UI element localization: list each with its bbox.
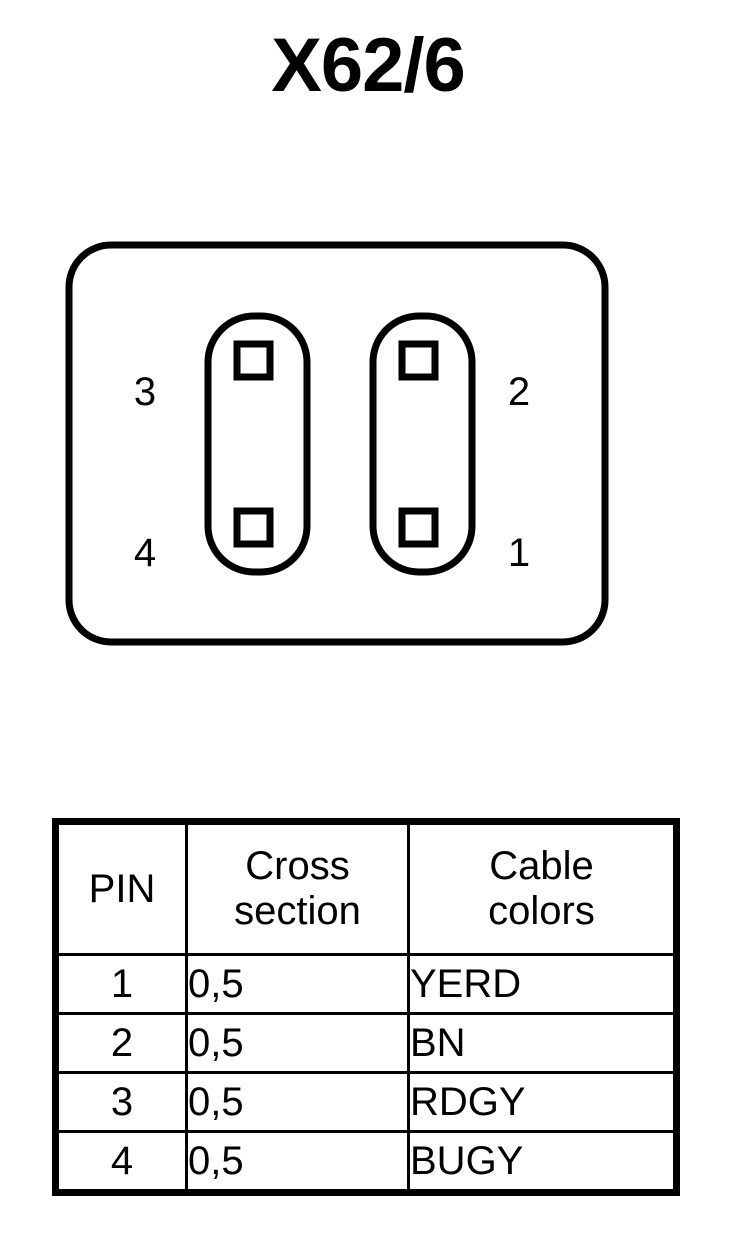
connector-svg (65, 241, 609, 646)
cell-pin: 1 (52, 953, 188, 1015)
table-row: 2 0,5 BN (52, 1012, 680, 1074)
cell-cross-section: 0,5 (185, 953, 410, 1015)
cell-cable-colors: BN (407, 1012, 680, 1074)
pin-assignment-table: PIN Cross section Cable colors 1 0,5 YER… (52, 818, 680, 1196)
table-row: 1 0,5 YERD (52, 953, 680, 1015)
header-color-line1: Cable (489, 844, 594, 889)
header-pin-label: PIN (88, 866, 156, 911)
table-row: 3 0,5 RDGY (52, 1071, 680, 1133)
cell-cross-section: 0,5 (185, 1012, 410, 1074)
table-header-row: PIN Cross section Cable colors (52, 818, 680, 956)
header-cable-colors: Cable colors (407, 818, 680, 956)
cell-cross-section: 0,5 (185, 1130, 410, 1196)
pin-label-1: 1 (507, 531, 531, 575)
connector-slot-right (369, 312, 476, 576)
connector-body-outline (65, 241, 609, 646)
cell-cable-colors: BUGY (407, 1130, 680, 1196)
pin-label-3: 3 (133, 370, 157, 414)
pin-contact-1 (398, 507, 439, 548)
header-cross-section: Cross section (185, 818, 410, 956)
cell-cross-section: 0,5 (185, 1071, 410, 1133)
cell-pin: 4 (52, 1130, 188, 1196)
connector-diagram: 3 4 2 1 (65, 241, 609, 646)
header-pin: PIN (52, 818, 188, 956)
connector-slot-left (204, 312, 311, 576)
pin-label-4: 4 (133, 531, 157, 575)
pin-label-2: 2 (507, 370, 531, 414)
cell-cable-colors: RDGY (407, 1071, 680, 1133)
header-cross-line1: Cross (245, 844, 350, 889)
page-title: X62/6 (271, 23, 466, 108)
table-row: 4 0,5 BUGY (52, 1130, 680, 1196)
cell-pin: 3 (52, 1071, 188, 1133)
header-color-line2: colors (488, 889, 595, 933)
cell-pin: 2 (52, 1012, 188, 1074)
pin-contact-3 (233, 340, 274, 381)
cell-cable-colors: YERD (407, 953, 680, 1015)
pin-contact-2 (398, 340, 439, 381)
pin-contact-4 (233, 507, 274, 548)
header-cross-line2: section (234, 889, 361, 933)
